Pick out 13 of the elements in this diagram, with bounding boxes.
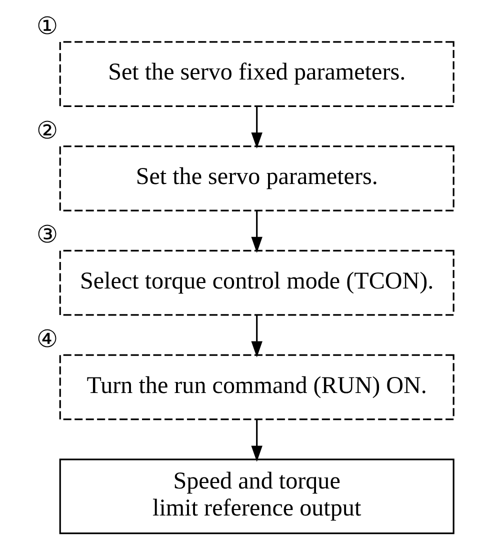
- node-label: ②: [36, 118, 58, 144]
- arrow: [251, 419, 262, 462]
- node-box: Turn the run command (RUN) ON.: [59, 354, 454, 420]
- node-label: ①: [36, 14, 58, 40]
- node-box: Select torque control mode (TCON).: [59, 250, 454, 316]
- arrow: [251, 315, 262, 358]
- node-box: Set the servo fixed parameters.: [59, 41, 454, 107]
- node-box: Speed and torque limit reference output: [59, 458, 454, 534]
- arrow: [251, 106, 262, 149]
- arrow: [251, 210, 262, 253]
- node-label: ④: [36, 327, 58, 354]
- node-box: Set the servo parameters.: [59, 146, 454, 212]
- node-label: ③: [36, 222, 58, 249]
